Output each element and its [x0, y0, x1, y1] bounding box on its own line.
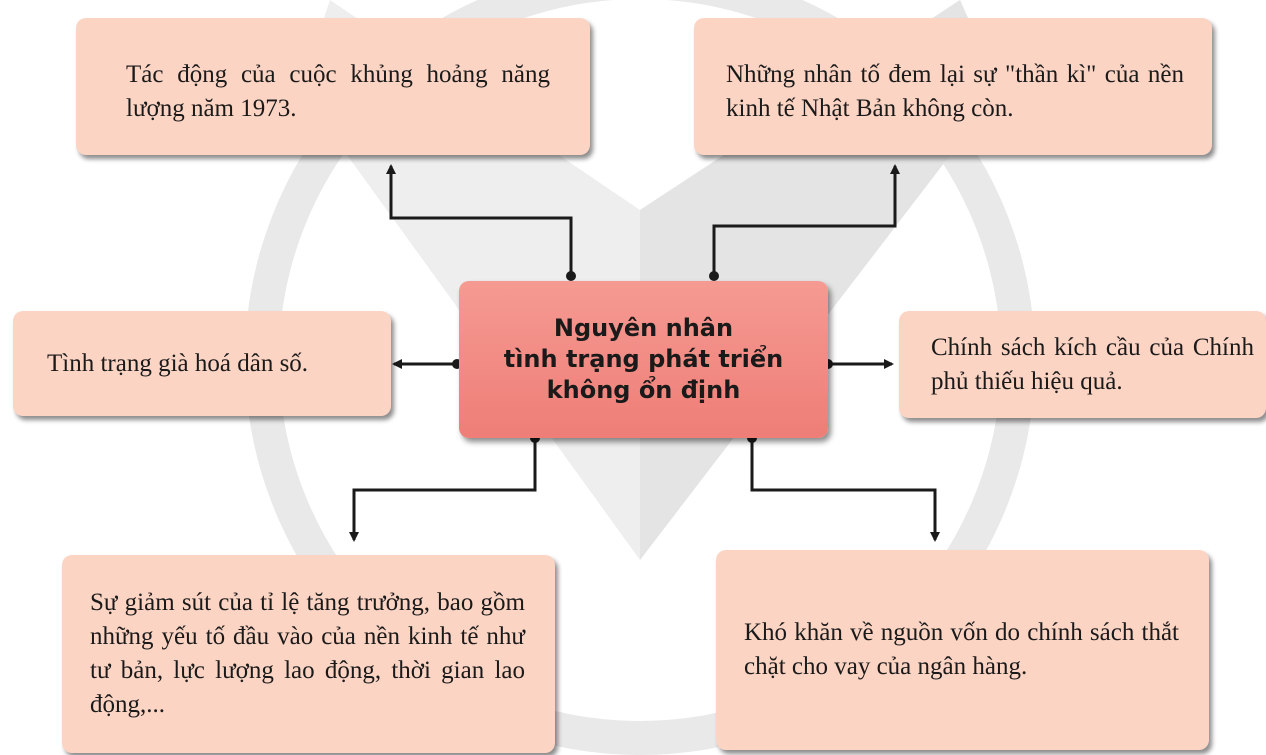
central-topic-label: Nguyên nhân tình trạng phát triển không …	[503, 314, 784, 404]
cause-box-aging-population: Tình trạng già hoá dân số.	[13, 311, 391, 416]
cause-box-stimulus-policy: Chính sách kích cầu của Chính phủ thiếu …	[899, 311, 1266, 418]
connector-bottom-left	[349, 438, 537, 542]
central-topic-box: Nguyên nhân tình trạng phát triển không …	[459, 281, 828, 438]
connector-dot	[566, 271, 576, 281]
cause-box-growth-decline: Sự giảm sút của tỉ lệ tăng trưởng, bao g…	[62, 555, 555, 753]
cause-text: Chính sách kích cầu của Chính phủ thiếu …	[931, 333, 1254, 395]
connector-top-right	[712, 164, 900, 276]
connector-bottom-right	[750, 438, 940, 542]
cause-text: Tác động của cuộc khủng hoảng năng lượng…	[126, 61, 550, 122]
cause-text: Khó khăn về nguồn vốn do chính sách thắt…	[744, 619, 1179, 680]
cause-box-capital-shortage: Khó khăn về nguồn vốn do chính sách thắt…	[716, 550, 1209, 750]
cause-text: Tình trạng già hoá dân số.	[47, 349, 309, 377]
cause-box-energy-crisis: Tác động của cuộc khủng hoảng năng lượng…	[76, 18, 590, 155]
cause-box-miracle-factors: Những nhân tố đem lại sự "thần kì" của n…	[694, 18, 1212, 155]
cause-text: Những nhân tố đem lại sự "thần kì" của n…	[726, 61, 1184, 122]
connector-top-left	[386, 164, 573, 276]
cause-text: Sự giảm sút của tỉ lệ tăng trưởng, bao g…	[90, 589, 525, 718]
connector-dot	[709, 271, 719, 281]
